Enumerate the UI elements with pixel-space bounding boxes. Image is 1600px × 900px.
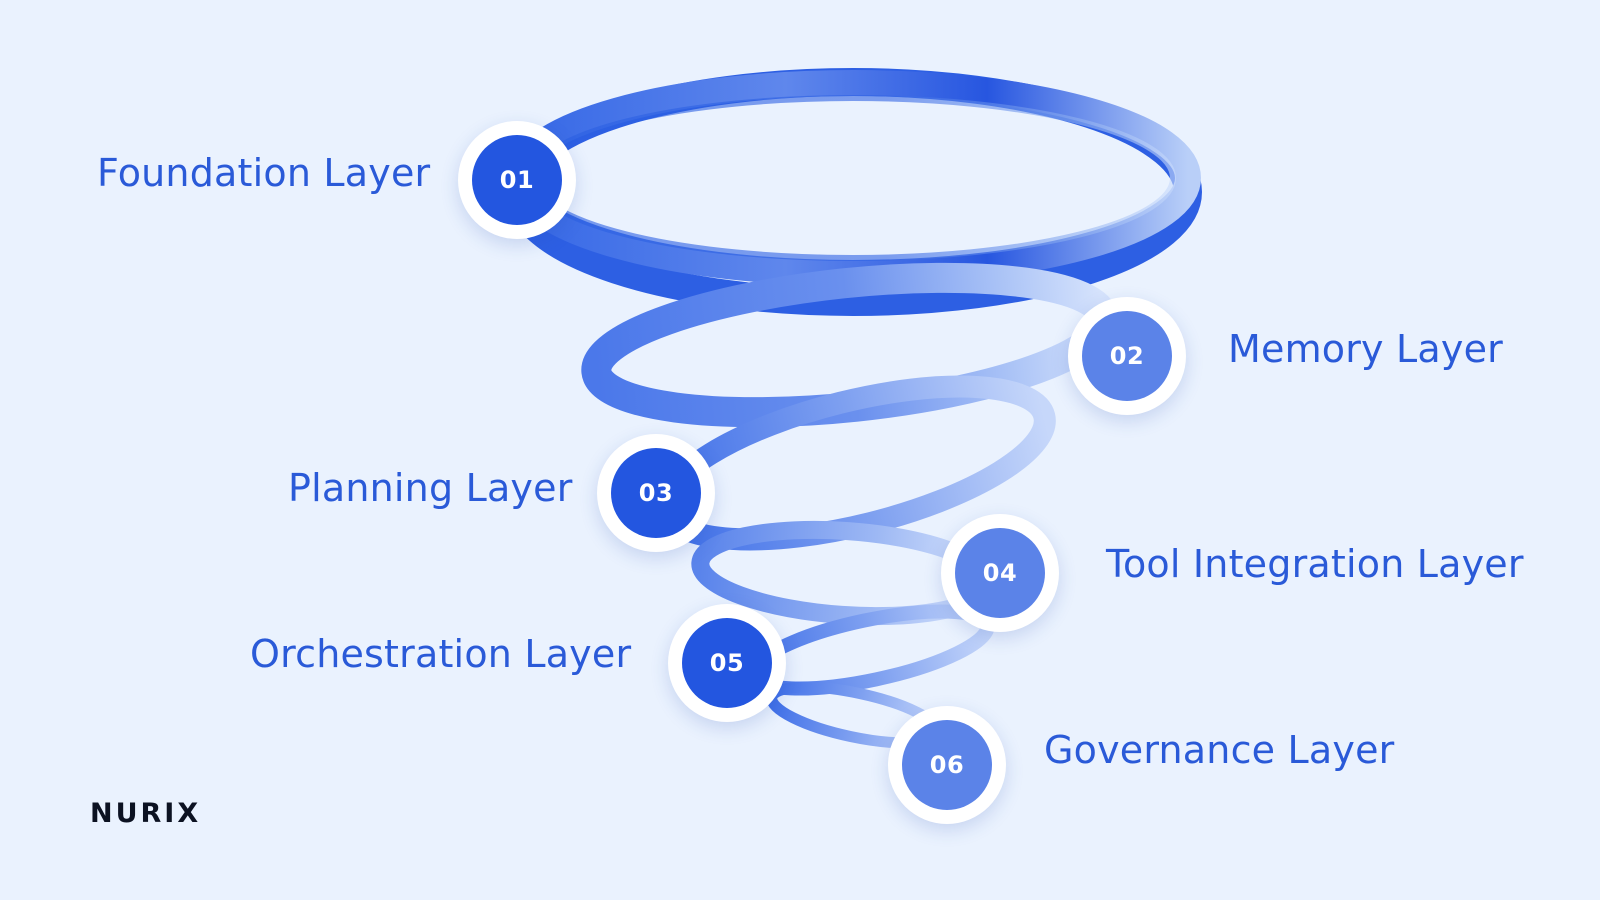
layer-label-memory: Memory Layer (1228, 327, 1503, 371)
brand-logo: NURIX (90, 798, 202, 829)
badge-02-number: 02 (1082, 311, 1172, 401)
badge-05-number: 05 (682, 618, 772, 708)
badge-06: 06 (888, 706, 1006, 824)
layer-label-foundation: Foundation Layer (97, 151, 431, 195)
badge-04-number: 04 (955, 528, 1045, 618)
badge-04: 04 (941, 514, 1059, 632)
badge-02: 02 (1068, 297, 1186, 415)
layer-label-orchestration: Orchestration Layer (250, 632, 632, 676)
badge-06-number: 06 (902, 720, 992, 810)
layer-label-governance: Governance Layer (1044, 728, 1395, 772)
badge-03: 03 (597, 434, 715, 552)
badge-01-number: 01 (472, 135, 562, 225)
badge-05: 05 (668, 604, 786, 722)
layer-label-planning: Planning Layer (288, 466, 573, 510)
layer-label-tool-integration: Tool Integration Layer (1106, 542, 1524, 586)
badge-03-number: 03 (611, 448, 701, 538)
badge-01: 01 (458, 121, 576, 239)
